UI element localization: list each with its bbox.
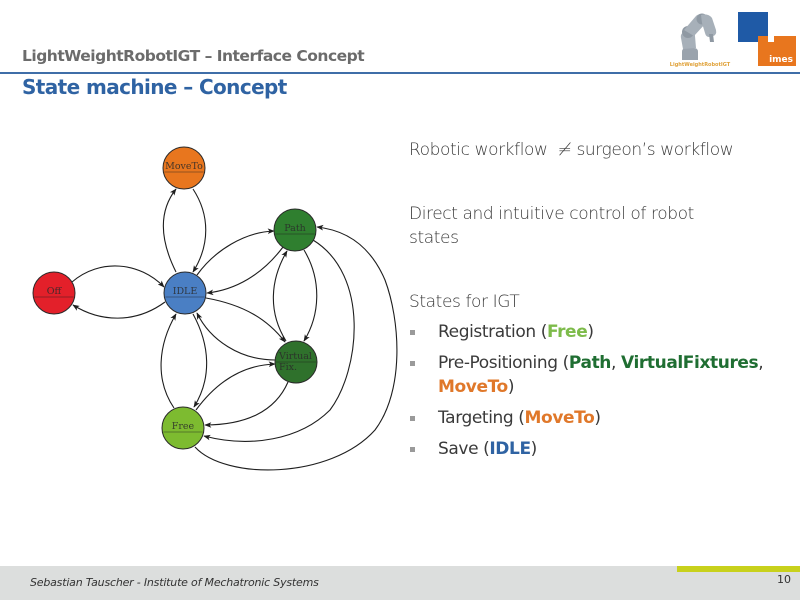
transition-moveto-to-idle <box>192 188 207 273</box>
transition-free-to-path <box>194 224 398 471</box>
page-number: 10 <box>777 573 791 586</box>
transition-virtualfix-to-free <box>204 381 289 428</box>
robot-arm-icon <box>680 13 717 60</box>
state-circle <box>273 208 317 252</box>
state-node-virtualfix: VirtualFix. <box>274 340 318 384</box>
state-ref-idle: IDLE <box>489 439 531 459</box>
igt-state-item: Registration (Free) <box>409 320 779 344</box>
state-ref-moveto: MoveTo <box>524 408 595 428</box>
footer-accent-bar <box>677 566 800 572</box>
igt-state-item-text: Save ( <box>438 439 490 459</box>
transition-virtualfix-to-idle <box>196 312 276 361</box>
state-ref-moveto: MoveTo <box>438 377 508 397</box>
header-divider <box>0 72 800 74</box>
igt-state-item-text: Pre-Positioning ( <box>438 353 569 373</box>
igt-state-item: Targeting (MoveTo) <box>409 406 779 430</box>
not-equal-symbol: ≠ <box>557 140 572 160</box>
imes-logo-white-square <box>768 36 774 42</box>
state-circle <box>162 146 206 190</box>
project-logo: LightWeightRobotIGT <box>668 8 732 70</box>
bullet-marker-icon <box>410 361 415 366</box>
imes-logo-orange-square: imes <box>758 36 796 66</box>
state-label: Fix. <box>279 362 297 373</box>
robot-tool <box>709 34 714 42</box>
footer-author: Sebastian Tauscher - Institute of Mechat… <box>30 576 319 589</box>
presentation-title-main: LightWeightRobotIGT <box>22 47 200 65</box>
transition-idle-to-virtualfix <box>205 297 286 343</box>
transition-virtualfix-to-path <box>272 250 288 342</box>
title-separator: – <box>199 47 217 65</box>
state-ref-separator: , <box>758 353 764 373</box>
state-label: Off <box>47 286 63 297</box>
transitions <box>71 188 398 471</box>
institute-logo: imes <box>738 12 798 66</box>
presentation-title-suffix: Interface Concept <box>216 47 365 65</box>
slide-title: State machine – Concept <box>22 75 287 99</box>
state-label: Virtual <box>278 351 312 362</box>
igt-state-item-close: ) <box>594 408 601 428</box>
presentation-title: LightWeightRobotIGT – Interface Concept <box>22 47 365 65</box>
state-node-moveto: MoveTo <box>162 146 206 190</box>
transition-idle-to-free <box>192 313 208 408</box>
state-ref-path: Path <box>568 353 612 373</box>
point-workflow-left: Robotic workflow <box>409 140 548 160</box>
igt-state-item: Pre-Positioning (Path, VirtualFixtures, … <box>409 351 779 399</box>
state-circle <box>161 406 205 450</box>
state-label: MoveTo <box>165 161 203 172</box>
state-node-off: Off <box>32 271 76 315</box>
robot-base <box>682 48 698 60</box>
transition-free-to-idle <box>160 313 177 409</box>
state-node-idle: IDLE <box>163 271 207 315</box>
point-workflow-right: surgeon’s workflow <box>576 140 734 160</box>
transition-idle-to-moveto <box>162 188 177 273</box>
igt-state-item-close: ) <box>507 377 515 397</box>
igt-state-item-close: ) <box>530 439 538 459</box>
state-ref-virtualfix: VirtualFixtures <box>621 353 759 373</box>
transition-idle-to-off <box>72 301 166 319</box>
robot-forearm <box>701 14 717 37</box>
igt-state-item-text: Targeting ( <box>438 408 525 428</box>
state-label: Free <box>172 421 195 432</box>
state-ref-separator: , <box>611 353 622 373</box>
igt-state-item: Save (IDLE) <box>409 437 779 461</box>
transition-idle-to-path <box>196 228 275 276</box>
institute-logo-text: imes <box>769 55 793 65</box>
state-label: Path <box>284 223 306 234</box>
transition-path-to-free <box>203 239 355 442</box>
transition-path-to-idle <box>206 246 284 296</box>
state-ref-free: Free <box>546 322 588 342</box>
transition-free-to-virtualfix <box>195 361 276 411</box>
bullet-marker-icon <box>410 447 415 452</box>
state-circle <box>163 271 207 315</box>
state-label: IDLE <box>173 286 198 297</box>
bullet-marker-icon <box>410 330 415 335</box>
point-states-for-igt: States for IGT <box>409 292 520 312</box>
point-workflow: Robotic workflow ≠ surgeon’s workflow <box>409 138 779 162</box>
point-direct-control: Direct and intuitive control of robot st… <box>409 204 694 248</box>
state-node-free: Free <box>161 406 205 450</box>
transition-path-to-virtualfix <box>303 249 318 342</box>
bullet-marker-icon <box>410 416 415 421</box>
state-circle <box>32 271 76 315</box>
igt-state-item-text: Registration ( <box>438 322 547 342</box>
igt-states-list: Registration (Free)Pre-Positioning (Path… <box>409 320 779 468</box>
project-logo-text: LightWeightRobotIGT <box>669 62 731 68</box>
footer-bar <box>0 566 800 600</box>
igt-state-item-close: ) <box>587 322 594 342</box>
state-node-path: Path <box>273 208 317 252</box>
transition-off-to-idle <box>71 265 165 288</box>
